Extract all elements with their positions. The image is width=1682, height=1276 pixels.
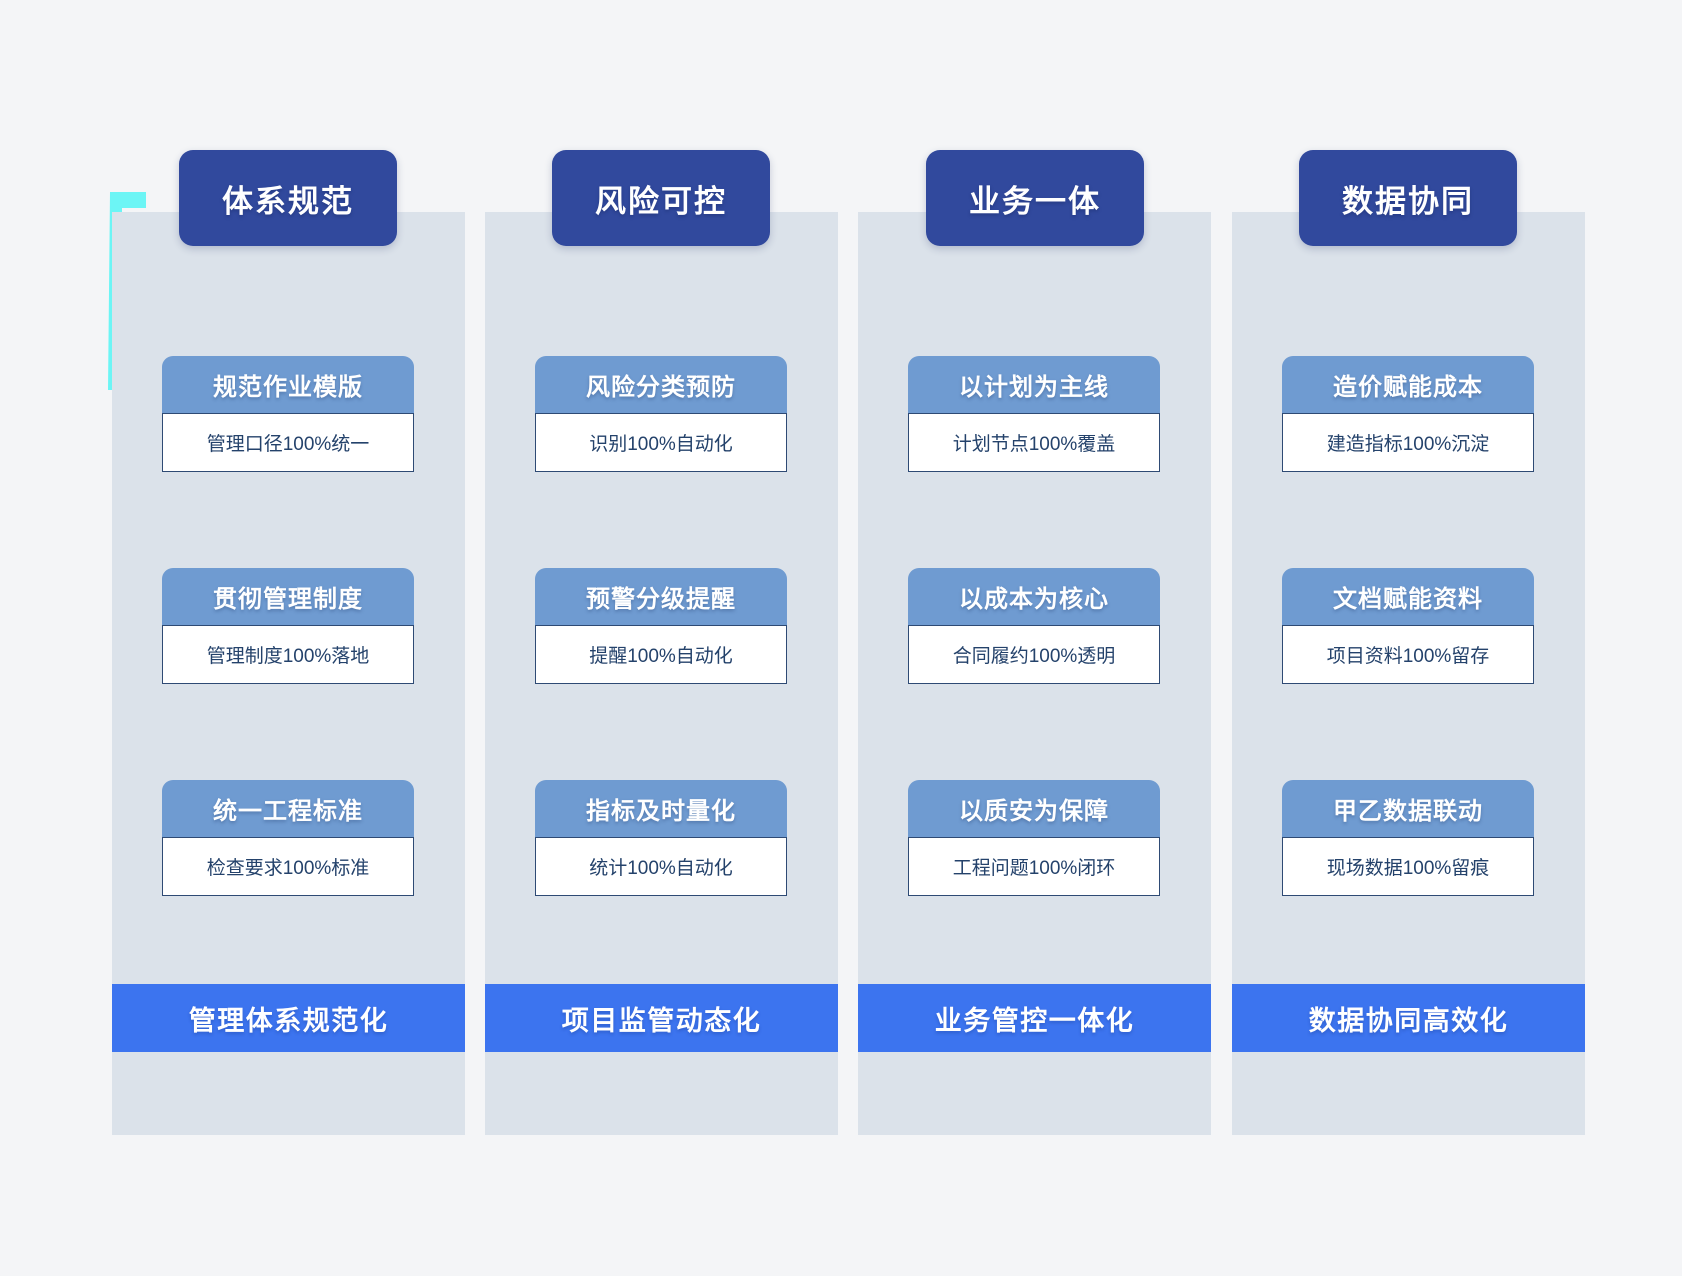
column-header-label: 数据协同 (1342, 183, 1474, 219)
feature-card-header: 甲乙数据联动 (1282, 780, 1534, 837)
feature-card-header: 预警分级提醒 (535, 568, 787, 625)
feature-card-body: 管理制度100%落地 (162, 625, 414, 684)
column-header-3[interactable]: 业务一体 (926, 150, 1144, 246)
feature-card-detail: 合同履约100%透明 (952, 646, 1116, 667)
column-banner-2[interactable]: 项目监管动态化 (485, 984, 838, 1052)
feature-card-title: 以计划为主线 (959, 374, 1109, 401)
feature-card-title: 以成本为核心 (959, 586, 1109, 613)
feature-card[interactable]: 以成本为核心 合同履约100%透明 (908, 568, 1160, 684)
column-banner-label: 项目监管动态化 (561, 1005, 762, 1036)
feature-card-header: 统一工程标准 (162, 780, 414, 837)
feature-card[interactable]: 造价赋能成本 建造指标100%沉淀 (1282, 356, 1534, 472)
feature-card-title: 文档赋能资料 (1333, 586, 1483, 613)
feature-card-detail: 统计100%自动化 (589, 858, 733, 879)
column-banner-label: 管理体系规范化 (188, 1005, 389, 1036)
column-header-2[interactable]: 风险可控 (552, 150, 770, 246)
feature-card[interactable]: 规范作业模版 管理口径100%统一 (162, 356, 414, 472)
feature-card[interactable]: 文档赋能资料 项目资料100%留存 (1282, 568, 1534, 684)
feature-card-detail: 现场数据100%留痕 (1326, 858, 1490, 879)
feature-card-detail: 建造指标100%沉淀 (1326, 434, 1490, 455)
feature-card-title: 统一工程标准 (213, 798, 363, 825)
feature-card-header: 以成本为核心 (908, 568, 1160, 625)
feature-card-title: 预警分级提醒 (586, 586, 736, 613)
feature-card-header: 贯彻管理制度 (162, 568, 414, 625)
feature-card-title: 规范作业模版 (213, 374, 363, 401)
feature-card-header: 造价赋能成本 (1282, 356, 1534, 413)
feature-card-title: 贯彻管理制度 (213, 586, 363, 613)
feature-card-detail: 管理口径100%统一 (206, 434, 370, 455)
feature-card-body: 建造指标100%沉淀 (1282, 413, 1534, 472)
feature-card-detail: 检查要求100%标准 (206, 858, 370, 879)
feature-card-header: 以质安为保障 (908, 780, 1160, 837)
feature-card[interactable]: 风险分类预防 识别100%自动化 (535, 356, 787, 472)
column-banner-label: 业务管控一体化 (934, 1005, 1135, 1036)
feature-card-title: 以质安为保障 (959, 798, 1109, 825)
feature-card-title: 风险分类预防 (586, 374, 736, 401)
column-banner-4[interactable]: 数据协同高效化 (1232, 984, 1585, 1052)
feature-card-header: 文档赋能资料 (1282, 568, 1534, 625)
feature-card-body: 识别100%自动化 (535, 413, 787, 472)
feature-card-detail: 项目资料100%留存 (1326, 646, 1490, 667)
feature-card[interactable]: 贯彻管理制度 管理制度100%落地 (162, 568, 414, 684)
feature-card[interactable]: 甲乙数据联动 现场数据100%留痕 (1282, 780, 1534, 896)
feature-card-header: 规范作业模版 (162, 356, 414, 413)
feature-card-detail: 工程问题100%闭环 (952, 858, 1116, 879)
feature-card-detail: 计划节点100%覆盖 (952, 434, 1116, 455)
feature-card-body: 检查要求100%标准 (162, 837, 414, 896)
feature-card-body: 工程问题100%闭环 (908, 837, 1160, 896)
feature-card-body: 项目资料100%留存 (1282, 625, 1534, 684)
feature-card[interactable]: 以质安为保障 工程问题100%闭环 (908, 780, 1160, 896)
feature-card-title: 指标及时量化 (586, 798, 736, 825)
column-header-label: 体系规范 (222, 183, 354, 219)
feature-card-detail: 提醒100%自动化 (589, 646, 733, 667)
feature-card-detail: 管理制度100%落地 (206, 646, 370, 667)
feature-card[interactable]: 以计划为主线 计划节点100%覆盖 (908, 356, 1160, 472)
feature-card-header: 风险分类预防 (535, 356, 787, 413)
feature-card-title: 甲乙数据联动 (1333, 798, 1483, 825)
column-header-label: 风险可控 (595, 183, 727, 219)
feature-card-body: 计划节点100%覆盖 (908, 413, 1160, 472)
feature-card-detail: 识别100%自动化 (589, 434, 733, 455)
column-banner-label: 数据协同高效化 (1308, 1005, 1509, 1036)
column-header-label: 业务一体 (969, 183, 1101, 219)
feature-card[interactable]: 统一工程标准 检查要求100%标准 (162, 780, 414, 896)
column-banner-1[interactable]: 管理体系规范化 (112, 984, 465, 1052)
feature-card-body: 提醒100%自动化 (535, 625, 787, 684)
feature-card[interactable]: 指标及时量化 统计100%自动化 (535, 780, 787, 896)
feature-card-title: 造价赋能成本 (1333, 374, 1483, 401)
column-header-1[interactable]: 体系规范 (179, 150, 397, 246)
feature-card-body: 统计100%自动化 (535, 837, 787, 896)
feature-card-header: 指标及时量化 (535, 780, 787, 837)
feature-card-body: 管理口径100%统一 (162, 413, 414, 472)
feature-card-body: 现场数据100%留痕 (1282, 837, 1534, 896)
feature-card[interactable]: 预警分级提醒 提醒100%自动化 (535, 568, 787, 684)
column-banner-3[interactable]: 业务管控一体化 (858, 984, 1211, 1052)
column-header-4[interactable]: 数据协同 (1299, 150, 1517, 246)
feature-card-header: 以计划为主线 (908, 356, 1160, 413)
feature-card-body: 合同履约100%透明 (908, 625, 1160, 684)
